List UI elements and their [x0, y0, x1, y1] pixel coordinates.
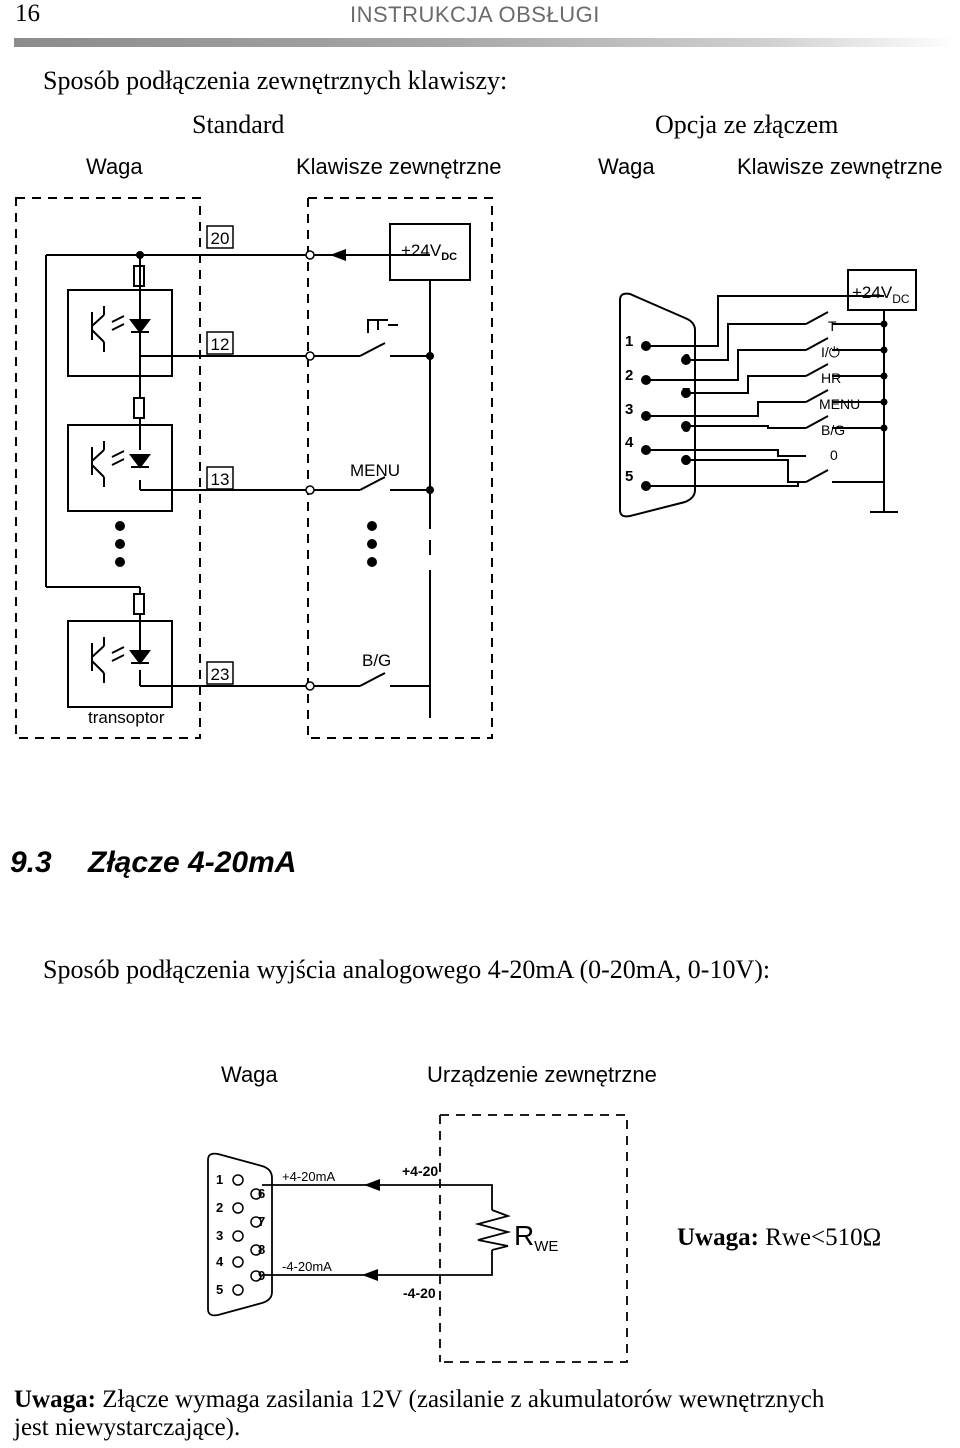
supply-label: +24VDC	[401, 241, 457, 263]
pin-20-label: 20	[211, 229, 230, 248]
col-scale-option: Waga	[598, 154, 655, 179]
terminal-plus-label: +4-20	[402, 1163, 438, 1179]
pin-12-label: 12	[211, 335, 230, 354]
header-divider	[14, 38, 956, 47]
col-scale-standard: Waga	[86, 154, 143, 179]
analog-pin-3: 3	[216, 1228, 223, 1243]
opt-pin-6: 6	[682, 351, 690, 368]
footer-note-line1: Uwaga: Złącze wymaga zasilania 12V (zasi…	[14, 1386, 825, 1413]
analog-pin-5: 5	[216, 1282, 223, 1297]
analog-pin-8: 8	[258, 1242, 265, 1257]
opt-pin-4: 4	[625, 434, 634, 451]
key-menu-label: MENU	[350, 461, 400, 480]
opt-pin-2: 2	[625, 367, 633, 384]
opt-key-menu: MENU	[819, 396, 860, 412]
analog-wiring-diagram: 1 2 3 4 5 6 7 8 9 +4-20mA -4-20mA +4-20 …	[207, 1114, 628, 1363]
analog-pin-6: 6	[258, 1186, 265, 1201]
opt-key-bg: B/G	[821, 422, 845, 438]
analog-col-device: Urządzenie zewnętrzne	[427, 1062, 657, 1087]
header-title: INSTRUKCJA OBSŁUGI	[350, 2, 600, 27]
analog-pin-1: 1	[216, 1172, 223, 1187]
pin-13-label: 13	[211, 470, 230, 489]
analog-pin-7: 7	[258, 1214, 265, 1229]
resistor-label: RWE	[514, 1220, 558, 1255]
opt-key-zero: 0	[830, 447, 838, 463]
opt-supply-label: +24VDC	[852, 283, 910, 306]
opt-pin-8: 8	[682, 419, 690, 436]
signal-minus-label: -4-20mA	[282, 1259, 332, 1274]
analog-pin-4: 4	[216, 1254, 224, 1269]
col-keys-option: Klawisze zewnętrzne	[737, 154, 943, 179]
rwe-note: Uwaga: Rwe<510Ω	[677, 1224, 882, 1251]
opt-pin-7: 7	[682, 385, 690, 402]
opt-key-t: T	[828, 318, 837, 334]
col-keys-standard: Klawisze zewnętrzne	[296, 154, 502, 179]
opt-key-io: I/⏻	[821, 344, 840, 360]
analog-pin-2: 2	[216, 1200, 223, 1215]
opt-key-hr: HR	[821, 370, 841, 386]
opt-pin-5: 5	[625, 468, 633, 485]
footer-note-line2: jest niewystarczające).	[14, 1414, 241, 1441]
pin-23-label: 23	[211, 665, 230, 684]
option-label: Opcja ze złączem	[655, 110, 839, 139]
analog-pin-9: 9	[258, 1268, 265, 1283]
analog-col-scale: Waga	[221, 1062, 278, 1087]
signal-plus-label: +4-20mA	[282, 1169, 335, 1184]
standard-label: Standard	[192, 110, 285, 139]
standard-wiring-diagram: 20 12 13 23 +24VDC MENU B/G transoptor	[15, 197, 493, 739]
keys-heading: Sposób podłączenia zewnętrznych klawiszy…	[43, 66, 508, 95]
page-number: 16	[15, 0, 40, 27]
analog-intro: Sposób podłączenia wyjścia analogowego 4…	[43, 955, 771, 984]
opt-pin-1: 1	[625, 333, 633, 350]
transoptor-label: transoptor	[88, 708, 165, 727]
key-bg-label: B/G	[362, 651, 391, 670]
terminal-minus-label: -4-20	[403, 1285, 436, 1301]
opt-pin-9: 9	[682, 452, 690, 469]
opt-pin-3: 3	[625, 401, 633, 418]
option-wiring-diagram: 1 2 3 4 5 6 7 8 9 +24VDC T I/⏻ HR MENU B…	[619, 269, 917, 518]
